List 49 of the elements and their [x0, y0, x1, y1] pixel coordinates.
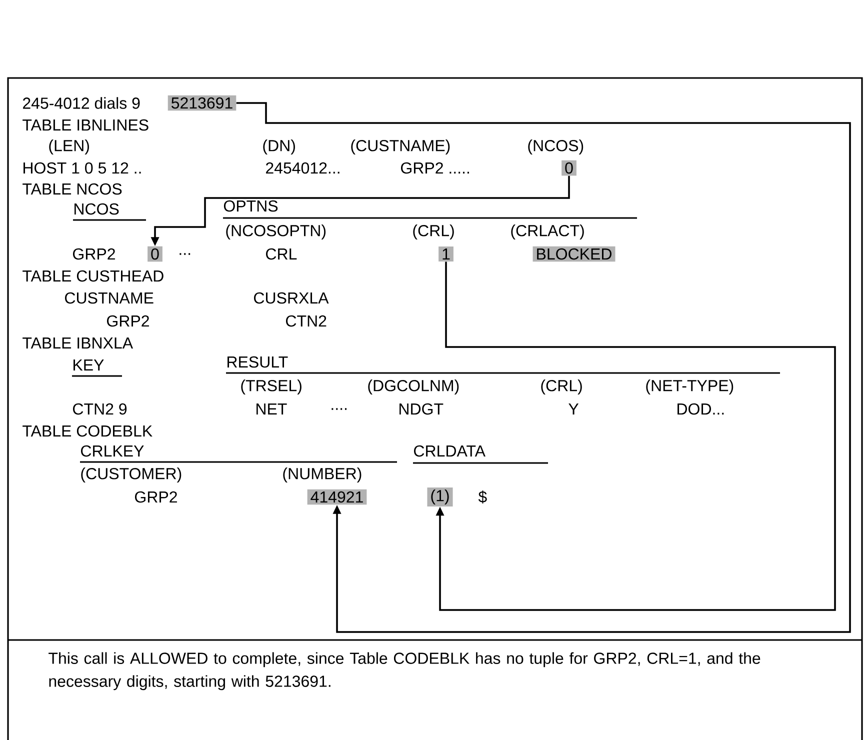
- table-text: NET: [256, 404, 287, 414]
- table-text: CTN2 9: [73, 403, 127, 415]
- table-text: (DN): [263, 140, 295, 154]
- table-text: (CUSTOMER): [81, 468, 182, 482]
- table-text: CRL: [266, 248, 297, 260]
- table-text: TABLE CUSTHEAD: [22, 270, 164, 282]
- table-text: ...: [180, 253, 190, 255]
- connector-arrow: [236, 102, 851, 633]
- table-text: 2454012...: [266, 162, 340, 174]
- shaded-value: 0: [562, 160, 576, 176]
- table-text: RESULT: [228, 356, 288, 368]
- table-text: (CRLACT): [511, 224, 584, 240]
- table-text: (NCOSOPTN): [226, 224, 326, 240]
- shaded-value: BLOCKED: [532, 246, 616, 262]
- table-text: TABLE NCOS: [22, 183, 122, 195]
- table-text: OPTNS: [224, 200, 278, 212]
- table-text: (DGCOLNM): [368, 380, 459, 394]
- table-text: CTN2: [286, 315, 326, 327]
- shaded-value: 0: [148, 246, 162, 262]
- table-text: GRP2: [107, 315, 149, 327]
- table-text: GRP2 .....: [401, 162, 469, 174]
- connector-arrow: [436, 262, 836, 611]
- table-text: $: [478, 490, 487, 504]
- shaded-value: 5213691: [168, 95, 236, 111]
- table-text: (CRL): [541, 380, 582, 394]
- table-text: GRP2: [135, 491, 177, 503]
- table-text: NDGT: [400, 403, 444, 415]
- table-text: TABLE CODEBLK: [22, 425, 152, 437]
- table-text: KEY: [74, 360, 104, 370]
- table-text: CUSRXLA: [254, 292, 329, 304]
- table-text: GRP2: [73, 248, 115, 260]
- shaded-value: 414921: [307, 489, 367, 505]
- shaded-value: 1: [438, 246, 454, 262]
- table-text: DOD...: [678, 403, 724, 415]
- table-text: ....: [332, 408, 347, 410]
- shaded-value: (1): [427, 488, 453, 506]
- caption-text: This call is ALLOWED to complete, since Table CODEBLK has no tuple for GRP2, CRL=1, and the necessary digits, starting with 5213691.: [48, 652, 760, 690]
- table-text: Y: [568, 404, 579, 414]
- table-text: (TRSEL): [241, 380, 302, 394]
- table-text: HOST 1 0 5 12 ..: [24, 162, 141, 174]
- table-text: TABLE IBNXLA: [22, 338, 134, 348]
- table-text: CUSTNAME: [65, 292, 154, 304]
- table-text: TABLE IBNLINES: [22, 119, 148, 131]
- table-text: CRLKEY: [81, 445, 144, 457]
- table-text: (NET-TYPE): [646, 380, 734, 394]
- table-text: 245-4012 dials 9: [23, 97, 140, 109]
- table-text: (CUSTNAME): [351, 140, 450, 154]
- table-text: CRLDATA: [414, 445, 486, 457]
- table-text: (LEN): [49, 140, 89, 154]
